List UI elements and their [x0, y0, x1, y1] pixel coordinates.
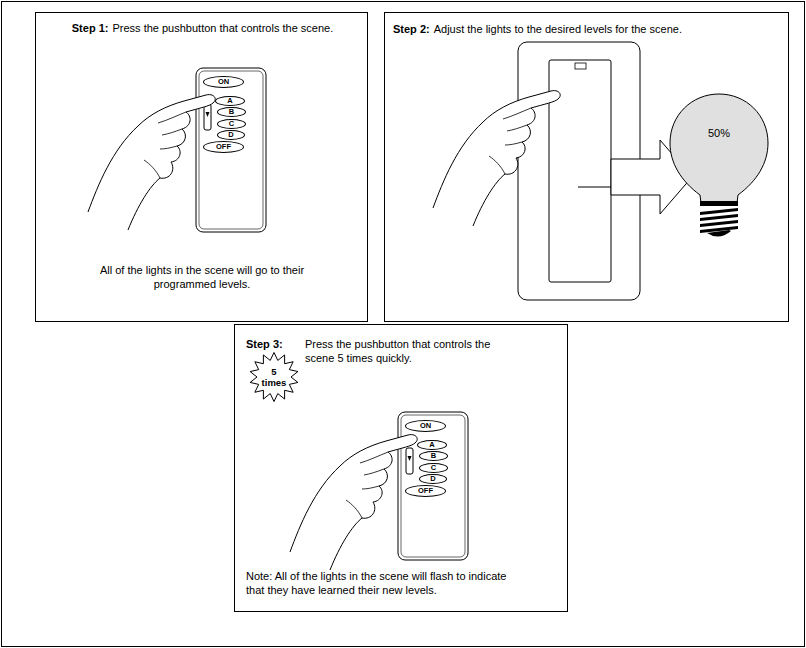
button-label: OFF — [418, 487, 433, 495]
pointing-hand — [433, 91, 560, 226]
dimmer-tab — [575, 63, 586, 69]
button-label: D — [430, 475, 435, 483]
text-block: Step 3:Press the pushbutton that control… — [246, 337, 546, 365]
hand-creases — [144, 112, 186, 178]
button-label: D — [228, 131, 233, 139]
step-panel: ON ABCD OFF Step 1:Press the pushbutton tha… — [35, 12, 368, 322]
level-label: 50% — [669, 127, 769, 139]
bulb-glass — [670, 94, 768, 203]
badge-text: 5 times — [260, 366, 288, 388]
step-heading: Step 2: — [393, 23, 430, 35]
bulb-collar — [700, 201, 738, 206]
keypad-button: ON — [203, 76, 244, 88]
keypad-illustration — [196, 68, 266, 232]
instruction-text: Adjust the lights to the desired levels … — [434, 23, 682, 35]
keypad-button: B — [217, 107, 246, 117]
button-label: C — [229, 120, 234, 128]
instruction-text: Press the pushbutton that controls the s… — [112, 22, 333, 34]
pointing-hand — [88, 95, 215, 230]
step-panel: 5 timesON ABCD OFF Step 3:Press the pushbut… — [234, 324, 568, 612]
button-label: A — [429, 441, 434, 449]
starburst-badge: 5 times — [249, 352, 299, 402]
keypad-illustration — [398, 412, 468, 560]
keypad-button: D — [217, 130, 245, 140]
button-label: OFF — [216, 143, 231, 151]
text-block: All of the lights in the scene will go t… — [73, 263, 331, 291]
keypad-button: C — [217, 119, 246, 129]
button-label: ON — [218, 78, 229, 86]
hand-outline — [433, 91, 560, 226]
slider-track — [204, 104, 211, 130]
bulb-thread — [700, 220, 738, 227]
button-label: B — [229, 108, 234, 116]
text-block: Step 1:Press the pushbutton that control… — [70, 21, 335, 35]
keypad-button: OFF — [203, 141, 244, 153]
keypad-button: A — [215, 96, 245, 106]
button-label: C — [431, 464, 436, 472]
bulb-tip — [707, 230, 731, 237]
keypad-button: B — [419, 451, 448, 461]
instruction-text: Note: All of the lights in the scene wil… — [246, 570, 506, 596]
bulb-thread — [700, 214, 738, 221]
bulb-shape — [669, 91, 769, 241]
step-panel: 50% Step 2: Adjust the lights to the desir… — [384, 12, 789, 322]
slider-track — [406, 448, 413, 474]
keypad-plate — [398, 412, 468, 560]
keypad-button: ON — [405, 420, 446, 432]
starburst-outline — [250, 353, 298, 402]
hand-outline — [88, 95, 215, 230]
instruction-text: All of the lights in the scene will go t… — [100, 264, 304, 290]
keypad-button: A — [417, 440, 447, 450]
keypad-button: D — [419, 474, 447, 484]
keypad-button: C — [419, 463, 448, 473]
button-label: ON — [420, 422, 431, 430]
hand-creases — [489, 108, 531, 174]
pointing-hand — [290, 435, 417, 570]
badge-text-holder: 5 times — [249, 352, 299, 402]
hand-creases — [346, 452, 388, 518]
dimmer-level-line — [578, 187, 611, 188]
text-block: Step 2: Adjust the lights to the desired … — [393, 22, 783, 36]
slider-indicator — [408, 456, 412, 461]
instruction-text: Press the pushbutton that controls the s… — [305, 337, 503, 365]
light-bulb: 50% — [669, 91, 769, 241]
keypad-plate — [196, 68, 266, 232]
text-block: Note: All of the lights in the scene wil… — [246, 569, 508, 597]
button-label: A — [227, 97, 232, 105]
bulb-thread — [700, 208, 738, 215]
hand-outline — [290, 435, 417, 570]
step-heading: Step 1: — [72, 22, 109, 34]
keypad-button: OFF — [405, 485, 446, 497]
button-label: B — [431, 452, 436, 460]
step-heading: Step 3: — [246, 337, 305, 351]
slider-indicator — [206, 112, 210, 117]
